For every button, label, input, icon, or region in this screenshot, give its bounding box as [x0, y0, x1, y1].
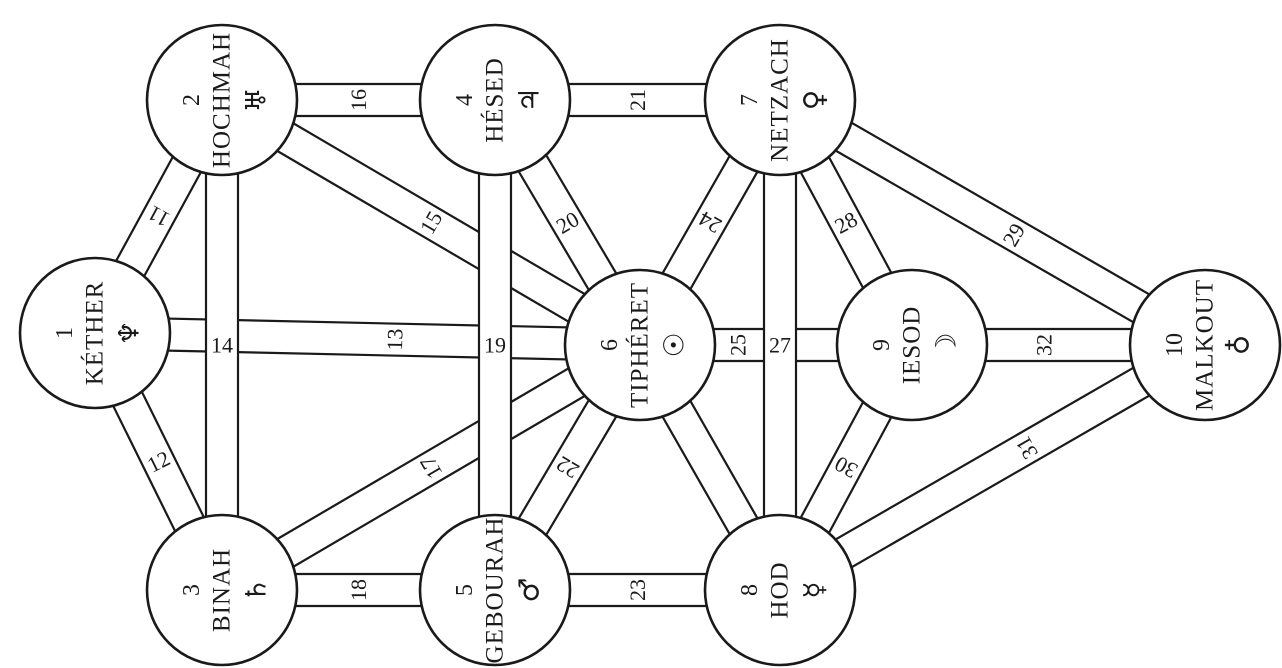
sephira-number: 7 [737, 94, 763, 106]
planet-symbol-icon: ♆ [113, 320, 146, 345]
sephira-name: TIPHÉRET [626, 282, 654, 408]
path-label-18: 18 [346, 579, 371, 601]
sephira-name: HOCHMAH [209, 32, 236, 168]
sephira-number: 2 [179, 94, 205, 106]
sephira-name: HÉSED [481, 57, 509, 143]
planet-symbol-icon: ♄ [240, 577, 273, 602]
sephira-number: 4 [452, 94, 478, 106]
planet-symbol-icon: ♁ [1223, 335, 1256, 356]
path-label-14: 14 [211, 333, 233, 358]
sephira-circle [703, 513, 857, 667]
planet-symbol-icon: ♀ [798, 90, 831, 111]
path-label-16: 16 [346, 89, 371, 111]
path-label-25: 25 [725, 334, 750, 356]
planet-symbol-icon: ☉ [658, 332, 691, 357]
sephira-circle [1128, 268, 1282, 422]
path-label-21: 21 [625, 89, 650, 111]
sephira-name: BINAH [209, 548, 236, 632]
sephira-number: 8 [737, 584, 763, 596]
sephira-circle [835, 268, 989, 422]
sephira-number: 3 [179, 584, 205, 596]
sephira-number: 9 [869, 339, 895, 351]
sephira-node-5: 5 GEBOURAH♂ [418, 513, 572, 667]
sephira-name: HOD [767, 561, 794, 618]
path-label-27: 27 [769, 333, 791, 358]
planet-symbol-icon: ♃ [513, 87, 546, 112]
path-label-19: 19 [484, 333, 506, 358]
sephira-number: 10 [1162, 333, 1188, 357]
sephira-text-group: 7 NETZACH♀ [737, 38, 831, 162]
planet-symbol-icon: ♂ [513, 577, 546, 602]
sephira-name: MALKOUT [1192, 279, 1219, 411]
sephira-name: KÉTHER [81, 281, 109, 386]
sephira-text-group: 2 HOCHMAH♅ [179, 32, 273, 168]
sephira-node-8: 8 HOD☿ [703, 513, 857, 667]
sephira-node-3: 3 BINAH♄ [145, 513, 299, 667]
sephira-text-group: 8 HOD☿ [737, 561, 831, 618]
sephira-node-2: 2 HOCHMAH♅ [145, 23, 299, 177]
planet-symbol-icon: ☿ [798, 581, 831, 598]
sephira-circle [145, 23, 299, 177]
sephira-text-group: 5 GEBOURAH♂ [452, 517, 546, 664]
sephira-name: GEBOURAH [482, 517, 509, 664]
sephira-circle [563, 268, 717, 422]
sephira-number: 6 [597, 339, 623, 351]
path-label-13: 13 [382, 328, 407, 351]
sephira-text-group: 9 IESOD☽ [869, 306, 963, 385]
sephira-node-9: 9 IESOD☽ [835, 268, 989, 422]
sephira-circle [145, 513, 299, 667]
sephira-text-group: 3 BINAH♄ [179, 548, 273, 632]
planet-symbol-icon: ☽ [930, 332, 963, 357]
sephira-number: 5 [452, 584, 478, 596]
sephira-circle [18, 256, 172, 410]
sephira-name: IESOD [899, 306, 926, 385]
sephira-node-7: 7 NETZACH♀ [703, 23, 857, 177]
sephira-circle [703, 23, 857, 177]
path-band-13 [93, 315, 642, 363]
path-label-32: 32 [1031, 334, 1056, 356]
sephira-name: NETZACH [767, 38, 794, 162]
sephira-circle [418, 23, 572, 177]
sephira-number: 1 [52, 327, 78, 339]
planet-symbol-icon: ♅ [240, 87, 273, 112]
path-label-23: 23 [625, 579, 650, 601]
sephira-circle [418, 513, 572, 667]
